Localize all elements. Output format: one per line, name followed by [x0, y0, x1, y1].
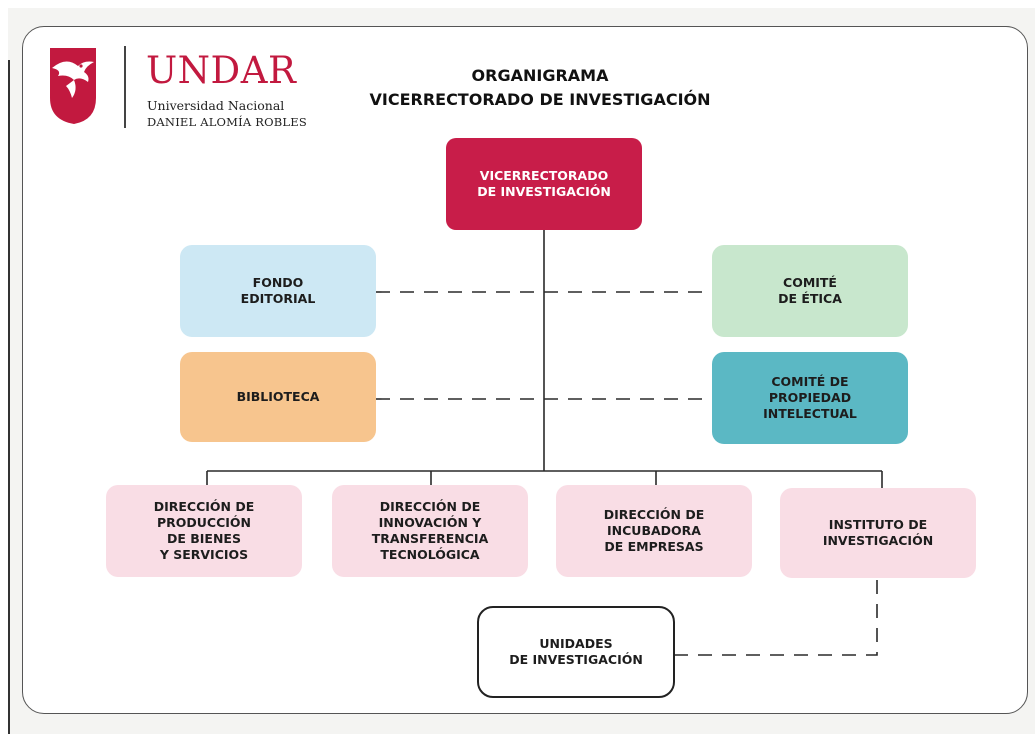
node-fondo-editorial: FONDO EDITORIAL: [180, 245, 376, 337]
page-edge: [0, 0, 1035, 8]
condor-emblem-icon: [44, 46, 102, 126]
page-border-line: [8, 60, 10, 734]
node-unidades-investigacion: UNIDADES DE INVESTIGACIÓN: [477, 606, 675, 698]
node-instituto-investigacion: INSTITUTO DE INVESTIGACIÓN: [780, 488, 976, 578]
node-vicerrectorado: VICERRECTORADO DE INVESTIGACIÓN: [446, 138, 642, 230]
dashed-link-unidades: [675, 580, 878, 656]
logo-subtitle: Universidad Nacional: [147, 98, 285, 113]
node-comite-etica: COMITÉ DE ÉTICA: [712, 245, 908, 337]
node-comite-propiedad: COMITÉ DE PROPIEDAD INTELECTUAL: [712, 352, 908, 444]
node-direccion-innovacion: DIRECCIÓN DE INNOVACIÓN Y TRANSFERENCIA …: [332, 485, 528, 577]
node-direccion-incubadora: DIRECCIÓN DE INCUBADORA DE EMPRESAS: [556, 485, 752, 577]
logo-subtitle-name: DANIEL ALOMÍA ROBLES: [147, 115, 307, 129]
diagram-title: ORGANIGRAMA: [471, 66, 609, 85]
diagram-subtitle: VICERRECTORADO DE INVESTIGACIÓN: [369, 90, 711, 109]
logo-wordmark: UNDAR: [146, 49, 297, 92]
node-biblioteca: BIBLIOTECA: [180, 352, 376, 442]
node-direccion-produccion: DIRECCIÓN DE PRODUCCIÓN DE BIENES Y SERV…: [106, 485, 302, 577]
page-edge: [0, 0, 8, 734]
logo-separator: [124, 46, 126, 128]
